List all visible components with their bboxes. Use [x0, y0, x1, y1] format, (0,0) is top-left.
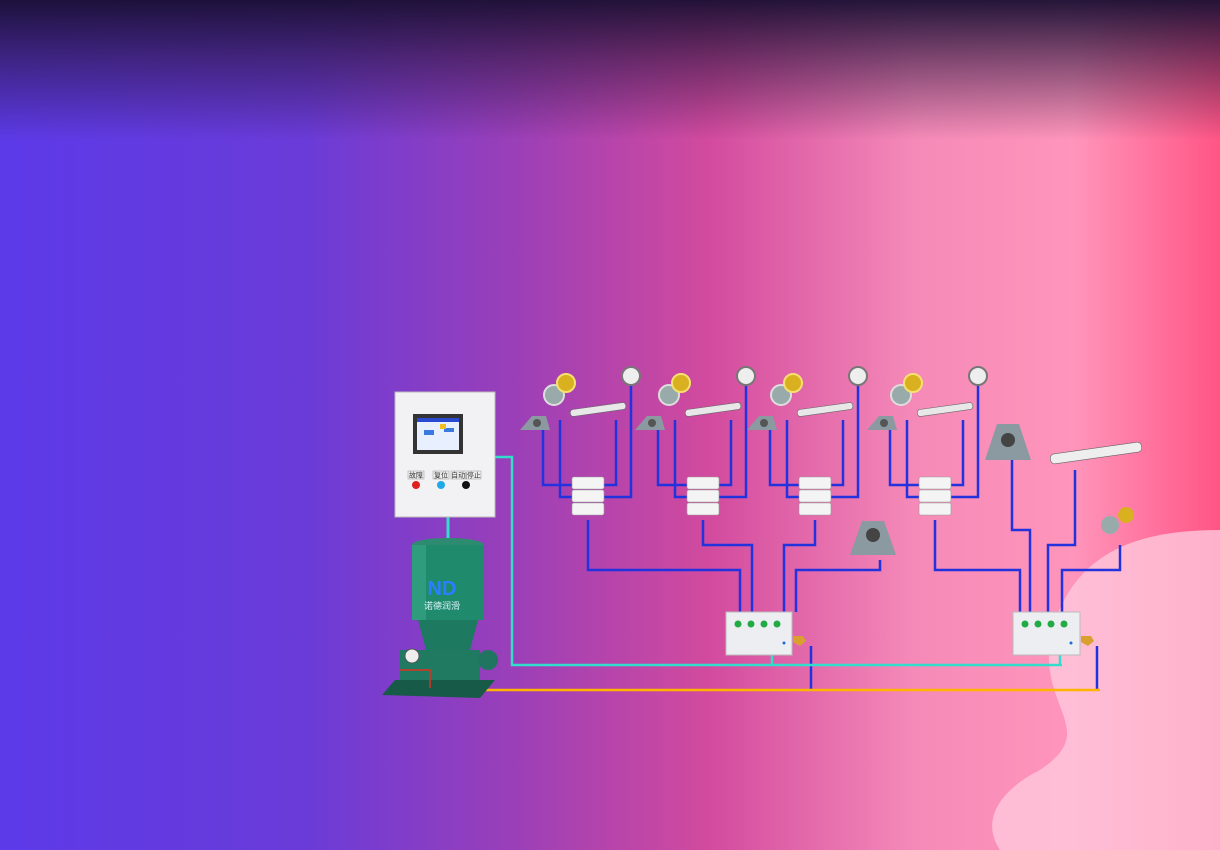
lube-pipe [785, 420, 799, 499]
lube-pipe [701, 520, 754, 612]
lube-pipe [1010, 460, 1032, 612]
lube-pipe [782, 520, 817, 612]
pillow-block-bearing-icon [760, 419, 768, 427]
lube-pipe [541, 420, 572, 487]
lube-pipe [1060, 545, 1122, 612]
progressive-divider [798, 489, 832, 503]
bevel-gear-icon [1118, 507, 1134, 523]
lube-pipe [831, 385, 860, 499]
ball-bearing-icon [968, 366, 988, 386]
progressive-divider [571, 476, 605, 490]
lube-pipe [656, 420, 687, 487]
ball-bearing-icon [848, 366, 868, 386]
pressure-gauge-icon [404, 648, 420, 664]
progressive-divider [571, 502, 605, 516]
button-label: 故障 [409, 471, 423, 480]
lube-pipe [558, 420, 572, 499]
progressive-divider [686, 502, 720, 516]
switch-auto-stop[interactable]: 自动|停止 [450, 471, 482, 490]
pillow-block-bearing-icon [880, 419, 888, 427]
ball-bearing-icon [736, 366, 756, 386]
lube-pipe [831, 420, 845, 487]
shaft-icon [916, 402, 974, 417]
pillow-block-bearing-icon [533, 419, 541, 427]
progressive-divider [798, 476, 832, 490]
grease-pump: ND 诺德润滑 [382, 538, 498, 698]
shaft-icon [569, 402, 627, 417]
bevel-gear-icon [903, 373, 923, 393]
lube-pipe [888, 420, 919, 487]
lube-pipe [719, 385, 748, 499]
shaft-icon [1049, 441, 1143, 465]
zone-valve-box-2 [1012, 611, 1094, 656]
lube-pipe [604, 385, 633, 499]
bevel-gear-icon [1101, 516, 1119, 534]
ball-bearing-icon [621, 366, 641, 386]
progressive-divider [686, 476, 720, 490]
lube-pipe [951, 420, 965, 487]
lube-pipe [1046, 470, 1077, 612]
pump-logo: ND [428, 578, 457, 600]
button-label: 复位 [434, 471, 448, 480]
signal-line [495, 455, 1062, 667]
pillow-block-bearing-icon [1001, 433, 1015, 447]
top-shadow-band [0, 0, 1220, 140]
lube-pipe [951, 385, 980, 499]
pillow-block-bearing-icon [648, 419, 656, 427]
bevel-gear-icon [783, 373, 803, 393]
lube-pipe [905, 420, 919, 499]
pillow-block-bearing-icon [866, 528, 880, 542]
lube-pipe [604, 420, 618, 487]
signal-lines [446, 455, 1100, 692]
progressive-divider [686, 489, 720, 503]
progressive-divider [918, 502, 952, 516]
progressive-divider [918, 476, 952, 490]
progressive-divider [798, 502, 832, 516]
lube-pipe [586, 520, 742, 612]
pump-brand: 诺德润滑 [424, 600, 460, 611]
lube-pipe [673, 420, 687, 499]
decorative-wave [992, 530, 1220, 850]
bevel-gear-icon [556, 373, 576, 393]
lube-pipe [719, 420, 733, 487]
lube-pipe [794, 560, 882, 612]
lube-pipe [768, 420, 799, 487]
button-reset[interactable]: 复位 [432, 471, 450, 490]
shaft-icon [684, 402, 742, 417]
shaft-icon [796, 402, 854, 417]
progressive-divider [918, 489, 952, 503]
progressive-divider [571, 489, 605, 503]
control-panel: 故障 复位 自动|停止 [394, 391, 496, 518]
button-label: 自动|停止 [451, 471, 481, 480]
zone-valve-box-1 [725, 611, 806, 656]
lube-pipe [933, 520, 1022, 612]
button-fault[interactable]: 故障 [407, 471, 425, 490]
bevel-gear-icon [671, 373, 691, 393]
pipes [541, 385, 1122, 690]
